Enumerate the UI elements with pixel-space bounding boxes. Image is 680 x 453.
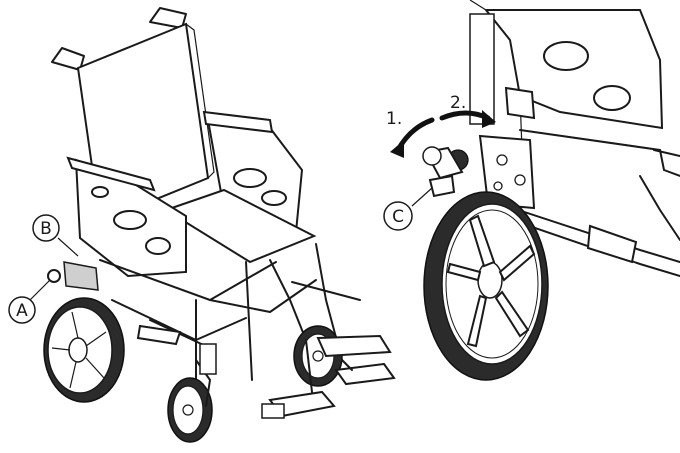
detail-rear-wheel — [423, 191, 549, 381]
callout-leaders — [29, 187, 433, 301]
near-side-panel — [66, 156, 187, 278]
calf-strap — [316, 334, 392, 358]
step-1-arrow — [390, 117, 435, 158]
detail-quick-release-lever — [422, 146, 464, 198]
detail-clamp — [586, 224, 638, 264]
quick-release-axle — [47, 261, 99, 291]
detail-frame-upright — [469, 13, 495, 125]
detail-bracket — [504, 86, 536, 120]
detail-frame-rails — [499, 129, 680, 277]
detail-cutout-1 — [543, 41, 589, 71]
footplates — [261, 339, 396, 419]
side-brace — [136, 324, 182, 346]
seat — [163, 188, 317, 264]
callout-a-label: A — [16, 301, 28, 321]
callout-a: A — [8, 296, 36, 324]
callout-b-label: B — [40, 219, 52, 239]
step-2-label: 2. — [450, 93, 466, 113]
step-1-label: 1. — [386, 109, 402, 129]
front-caster-left — [167, 343, 217, 443]
push-handles — [51, 7, 187, 71]
callout-c-label: C — [392, 207, 404, 227]
callout-c: C — [383, 201, 413, 231]
callout-b: B — [32, 214, 60, 242]
detail-view: 1. 2. — [386, 0, 680, 381]
step-2-arrow — [439, 110, 496, 128]
wheelchair-overview — [43, 7, 396, 443]
rear-wheel-left — [43, 297, 125, 403]
detail-cutout-2 — [593, 85, 631, 111]
